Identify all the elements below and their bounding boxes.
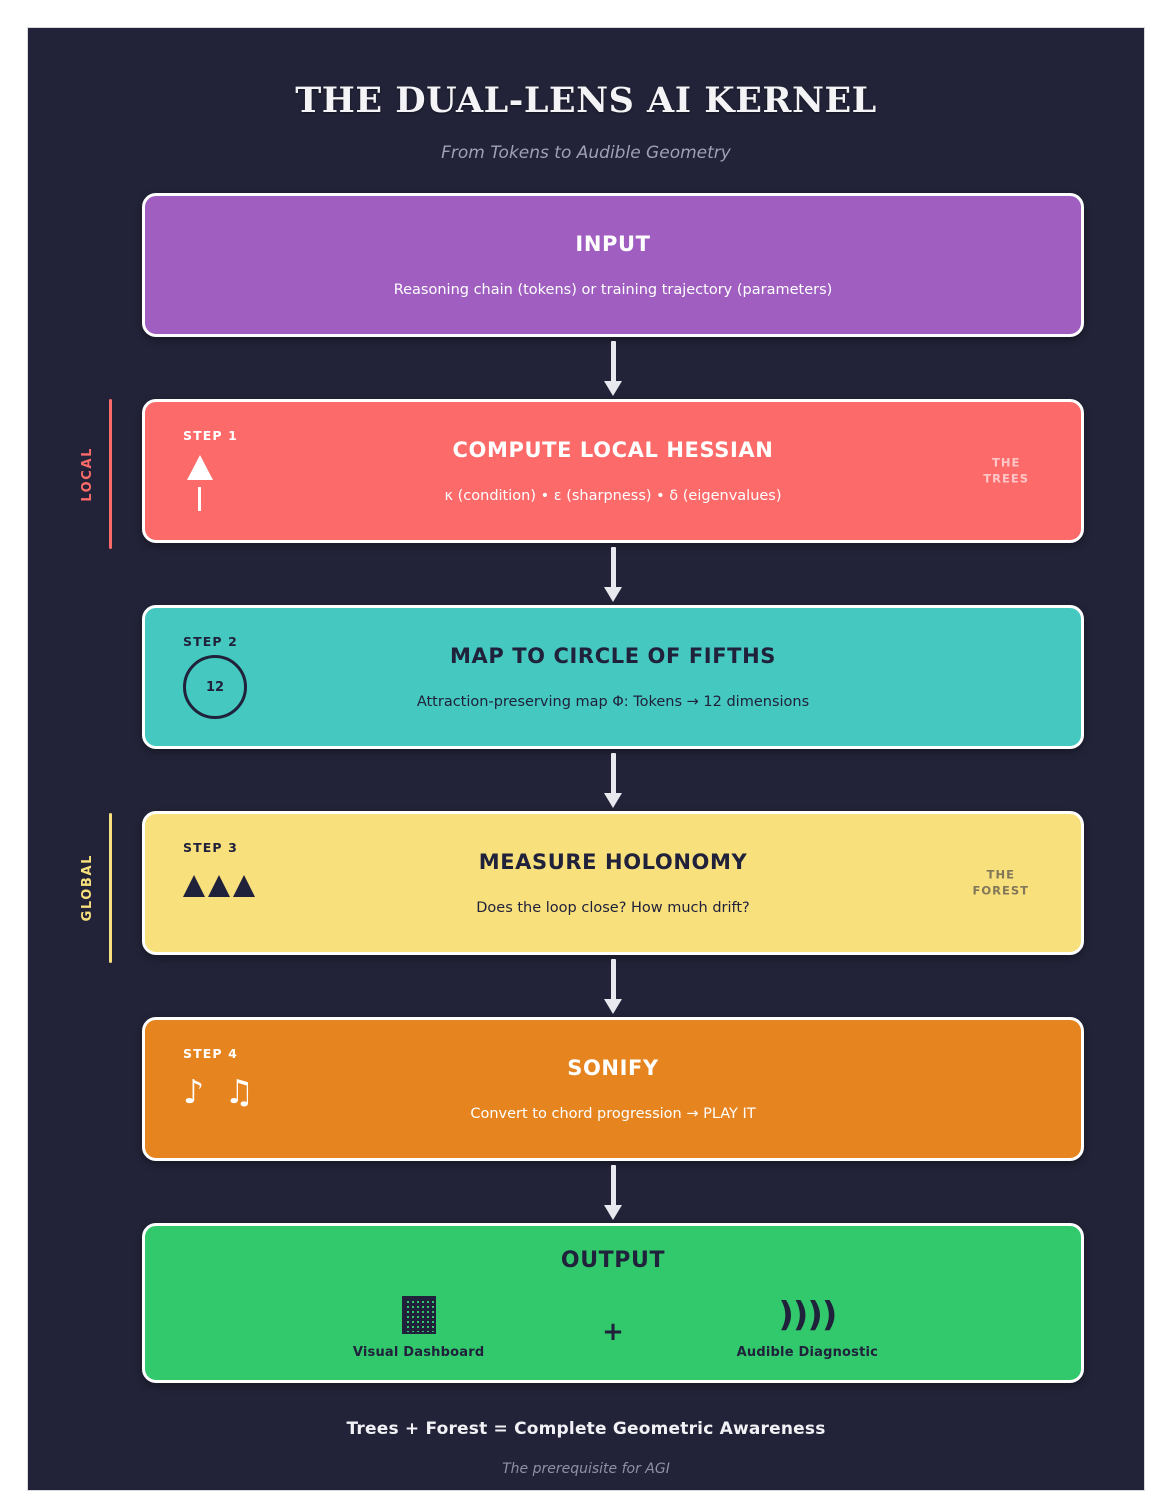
footer-main-text: Trees + Forest = Complete Geometric Awar… <box>346 1419 826 1439</box>
node-step3-title: MEASURE HOLONOMY <box>478 850 748 874</box>
node-step4-tag: STEP 4 <box>183 1046 238 1061</box>
music-notes-glyph: ♪ ♫ <box>183 1072 260 1111</box>
node-step1-corner: STEP 1 <box>183 428 238 511</box>
scope-rail-global: GLOBAL <box>80 813 112 963</box>
node-input-title: INPUT <box>575 232 651 256</box>
diagram-canvas: THE DUAL-LENS AI KERNEL From Tokens to A… <box>28 28 1144 1490</box>
arrow-head-icon <box>604 999 622 1014</box>
node-step3-tag: STEP 3 <box>183 840 238 855</box>
arrow-shaft <box>610 547 616 589</box>
scope-label-local: LOCAL <box>80 446 95 502</box>
node-step2-corner: STEP 2 12 <box>183 634 247 719</box>
node-output-title: OUTPUT <box>560 1248 666 1273</box>
node-step2-tag: STEP 2 <box>183 634 238 649</box>
arrow-head-icon <box>604 793 622 808</box>
footer: Trees + Forest = Complete Geometric Awar… <box>80 1419 1092 1477</box>
node-step4-subtitle: Convert to chord progression → PLAY IT <box>470 1106 756 1122</box>
scope-label-global: GLOBAL <box>80 854 95 922</box>
node-input-content: INPUT Reasoning chain (tokens) or traini… <box>274 232 953 298</box>
music-notes-icon: ♪ ♫ <box>183 1073 259 1129</box>
node-step1-badge-line1: THE <box>991 455 1021 470</box>
node-step1-tag: STEP 1 <box>183 428 238 443</box>
arrow-head-icon <box>604 381 622 396</box>
node-step3-subtitle: Does the loop close? How much drift? <box>476 900 750 916</box>
sound-waves-icon: )))) <box>778 1294 837 1335</box>
flow-container: LOCAL GLOBAL INPUT Reasoning chain (toke… <box>80 193 1092 1383</box>
node-step3-badge: THE FOREST <box>973 867 1029 898</box>
node-step4[interactable]: STEP 4 ♪ ♫ SONIFY Convert to chord progr… <box>142 1017 1084 1161</box>
output-plus-connector: + <box>602 1317 624 1347</box>
node-input[interactable]: INPUT Reasoning chain (tokens) or traini… <box>142 193 1084 337</box>
node-step2-title: MAP TO CIRCLE OF FIFTHS <box>449 644 776 668</box>
scope-bar-local <box>109 399 112 549</box>
node-step1-subtitle: κ (condition) • ε (sharpness) • δ (eigen… <box>444 488 782 504</box>
arrow-input-to-step1 <box>142 337 1084 399</box>
node-step1-title: COMPUTE LOCAL HESSIAN <box>452 438 774 462</box>
node-output-content: OUTPUT Visual Dashboard + )))) Audible D… <box>145 1246 1081 1360</box>
page-title: THE DUAL-LENS AI KERNEL <box>295 80 877 121</box>
arrow-step2-to-step3 <box>142 749 1084 811</box>
node-input-subtitle: Reasoning chain (tokens) or training tra… <box>393 282 833 298</box>
node-step1-content: COMPUTE LOCAL HESSIAN κ (condition) • ε … <box>324 438 901 504</box>
output-audible-caption: Audible Diagnostic <box>736 1345 879 1360</box>
node-output[interactable]: OUTPUT Visual Dashboard + )))) Audible D… <box>142 1223 1084 1383</box>
arrow-shaft <box>610 959 616 1001</box>
circle-twelve-icon: 12 <box>183 655 247 719</box>
node-step2-content: MAP TO CIRCLE OF FIFTHS Attraction-prese… <box>297 644 929 710</box>
node-step4-corner: STEP 4 ♪ ♫ <box>183 1046 259 1129</box>
node-step1[interactable]: STEP 1 COMPUTE LOCAL HESSIAN κ (conditio… <box>142 399 1084 543</box>
node-output-row: Visual Dashboard + )))) Audible Diagnost… <box>145 1295 1081 1360</box>
node-step3-content: MEASURE HOLONOMY Does the loop close? Ho… <box>356 850 870 916</box>
arrow-step4-to-output <box>142 1161 1084 1223</box>
circle-twelve-label: 12 <box>183 655 247 719</box>
node-step3-badge-line1: THE <box>986 867 1015 882</box>
node-step2-subtitle: Attraction-preserving map Φ: Tokens → 12… <box>416 694 810 710</box>
arrow-step1-to-step2 <box>142 543 1084 605</box>
node-step3-badge-line2: FOREST <box>972 883 1029 897</box>
node-step3-corner: STEP 3 <box>183 840 255 923</box>
three-trees-icon <box>183 867 255 923</box>
arrow-shaft <box>610 1165 616 1207</box>
node-step1-badge-line2: TREES <box>983 471 1029 485</box>
scope-bar-global <box>109 813 112 963</box>
node-step3[interactable]: STEP 3 MEASURE HOLONOMY Does the loop cl… <box>142 811 1084 955</box>
arrow-shaft <box>610 753 616 795</box>
scope-rail-local: LOCAL <box>80 399 112 549</box>
node-step2[interactable]: STEP 2 12 MAP TO CIRCLE OF FIFTHS Attrac… <box>142 605 1084 749</box>
grid-dashboard-icon <box>401 1295 436 1335</box>
footer-sub-text: The prerequisite for AGI <box>502 1461 670 1477</box>
output-visual-caption: Visual Dashboard <box>352 1345 485 1360</box>
page-subtitle: From Tokens to Audible Geometry <box>441 143 731 163</box>
arrow-step3-to-step4 <box>142 955 1084 1017</box>
output-visual-dashboard: Visual Dashboard <box>331 1295 506 1360</box>
node-step4-content: SONIFY Convert to chord progression → PL… <box>350 1056 875 1122</box>
arrow-shaft <box>610 341 616 383</box>
single-tree-icon <box>183 455 217 511</box>
node-step4-title: SONIFY <box>567 1056 659 1080</box>
arrow-head-icon <box>604 1205 622 1220</box>
output-audible-diagnostic: )))) Audible Diagnostic <box>720 1295 895 1360</box>
node-step1-badge: THE TREES <box>983 455 1029 486</box>
arrow-head-icon <box>604 587 622 602</box>
